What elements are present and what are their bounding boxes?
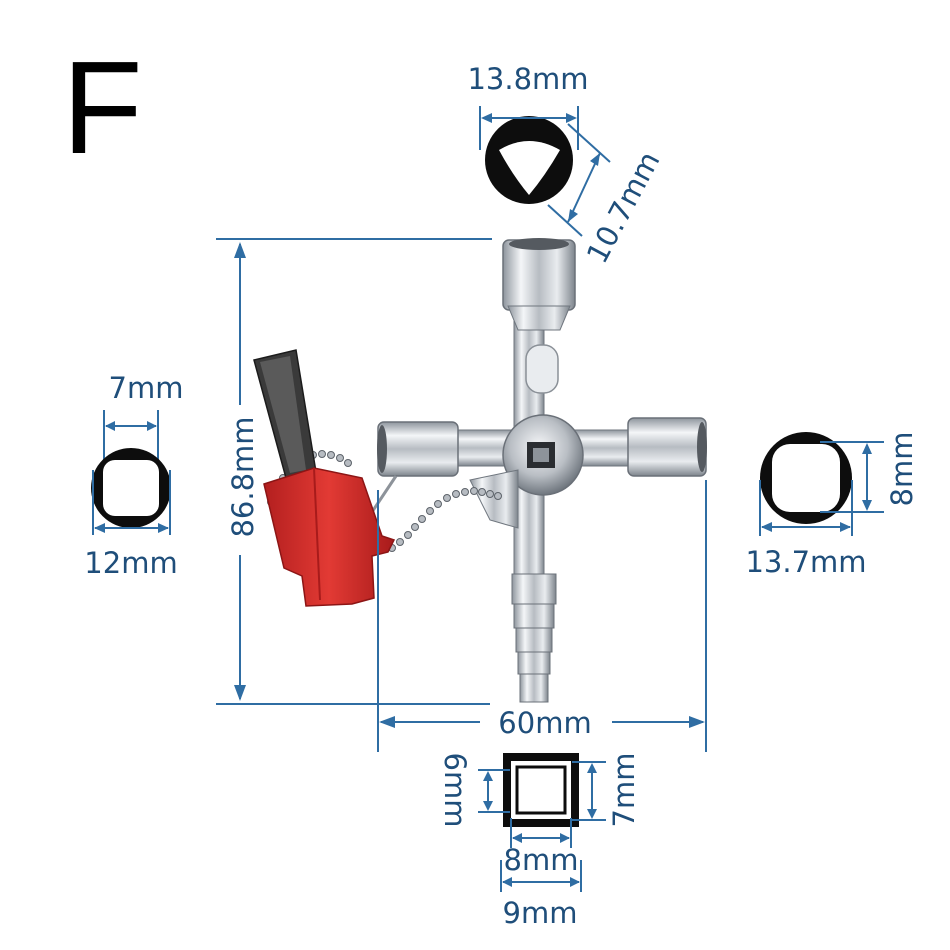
key-ring (370, 475, 398, 513)
right-outer-label: 13.7mm (745, 545, 866, 579)
bottom-8mm-dimension (510, 818, 572, 848)
screwdriver-bit-icon (253, 349, 396, 607)
left-outer-label: 12mm (84, 546, 177, 580)
bottom-8mm-label: 8mm (504, 843, 579, 877)
bottom-7mm-label: 7mm (607, 753, 641, 828)
width-dimension (377, 480, 707, 752)
right-inner-label: 8mm (885, 432, 919, 507)
round-square-socket-icon (760, 432, 852, 524)
cross-key-icon (377, 238, 707, 703)
bottom-7mm-dimension (572, 761, 606, 821)
bottom-6mm-dimension (478, 769, 510, 813)
bottom-9mm-dimension (500, 860, 582, 892)
bottom-9mm-label: 9mm (503, 896, 578, 930)
triangle-depth-dimension (547, 123, 611, 237)
height-dimension (216, 238, 492, 705)
triangle-width-label: 13.8mm (467, 62, 588, 96)
right-inner-dimension (820, 441, 884, 513)
width-label: 60mm (498, 706, 591, 740)
round-square-socket-icon (91, 448, 171, 528)
square-socket-icon (503, 753, 579, 827)
left-inner-label: 7mm (109, 371, 184, 405)
triangle-width-dimension (479, 106, 579, 150)
right-outer-dimension (759, 480, 853, 536)
triangle-depth-label: 10.7mm (580, 146, 667, 269)
left-outer-dimension (92, 470, 171, 535)
bottom-6mm-label: 6mm (438, 753, 472, 828)
variant-letter: F (62, 34, 143, 181)
triangle-socket-icon (485, 116, 573, 204)
height-label: 86.8mm (226, 416, 260, 537)
